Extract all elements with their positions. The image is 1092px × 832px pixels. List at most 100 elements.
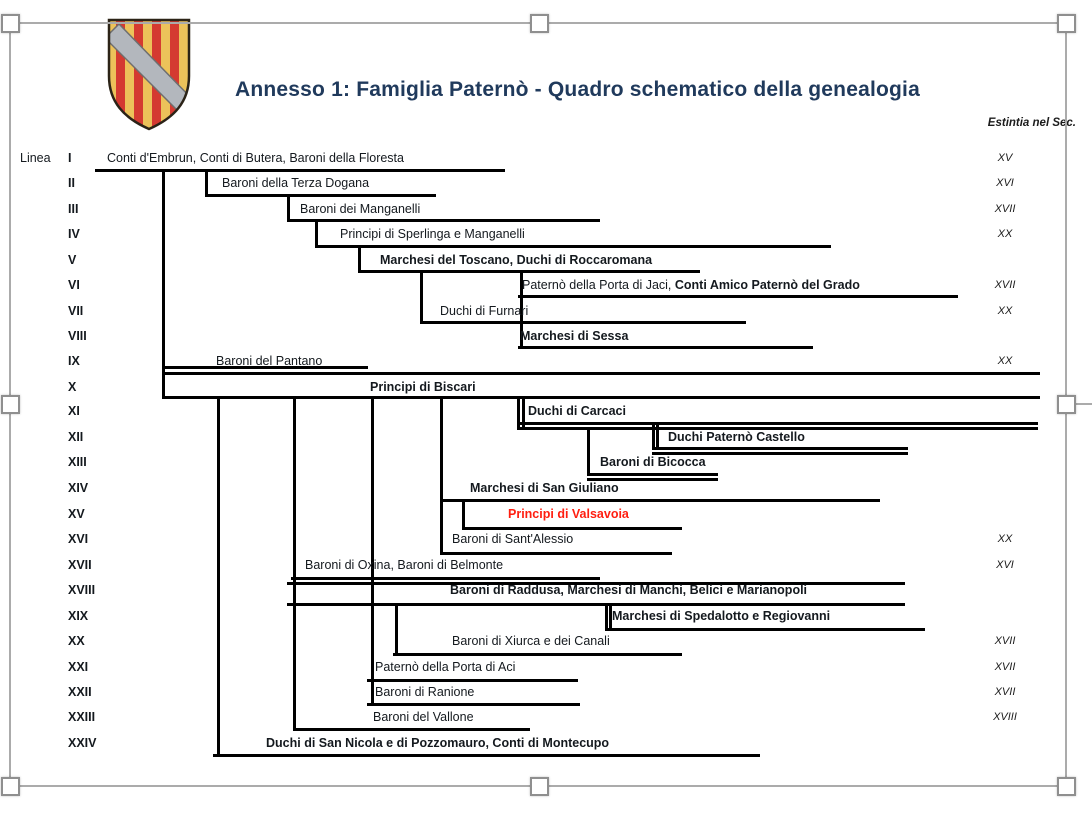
row-label-text: Baroni di Oxina, Baroni di Belmonte bbox=[305, 558, 504, 572]
lineage-row-label-VIII: Marchesi di Sessa bbox=[520, 327, 628, 345]
row-label-text: Baroni di Ranione bbox=[375, 685, 475, 699]
selection-handle-top-center[interactable] bbox=[530, 14, 549, 33]
row-numeral-I: I bbox=[68, 151, 72, 165]
row-label-text: Baroni di Sant'Alessio bbox=[452, 532, 574, 546]
extinction-century-VII: XX bbox=[997, 305, 1013, 317]
tree-line-horizontal bbox=[652, 452, 908, 455]
tree-line-horizontal bbox=[287, 582, 905, 585]
tree-line-horizontal bbox=[517, 422, 1038, 425]
tree-line-horizontal bbox=[518, 346, 813, 349]
lineage-row-label-IV: Principi di Sperlinga e Manganelli bbox=[340, 225, 525, 243]
lineage-row-label-XVII: Baroni di Oxina, Baroni di Belmonte bbox=[305, 556, 503, 574]
row-label-text: Marchesi di Sessa bbox=[520, 329, 629, 343]
row-label-text: Principi di Valsavoia bbox=[508, 507, 629, 521]
row-numeral-XX: XX bbox=[68, 634, 85, 648]
row-label-text: Paternò della Porta di Aci bbox=[375, 660, 516, 674]
tree-line-horizontal bbox=[164, 372, 1040, 375]
tree-line-horizontal bbox=[440, 499, 880, 502]
row-numeral-XII: XII bbox=[68, 430, 84, 444]
tree-line-horizontal bbox=[287, 603, 905, 606]
selection-handle-middle-right[interactable] bbox=[1057, 395, 1076, 414]
tree-line-horizontal bbox=[205, 194, 436, 197]
selection-handle-top-right[interactable] bbox=[1057, 14, 1076, 33]
lineage-row-label-VI: Paternò della Porta di Jaci, Conti Amico… bbox=[522, 276, 860, 294]
lineage-row-label-XXIII: Baroni del Vallone bbox=[373, 708, 474, 726]
tree-line-vertical bbox=[522, 396, 525, 430]
tree-line-horizontal bbox=[287, 219, 600, 222]
extinction-century-XXI: XVII bbox=[994, 661, 1016, 673]
lineage-row-label-XIII: Baroni di Bicocca bbox=[600, 453, 706, 471]
lineage-row-label-VII: Duchi di Furnari bbox=[440, 302, 528, 320]
row-label-text: Duchi di Furnari bbox=[440, 304, 529, 318]
row-numeral-VII: VII bbox=[68, 304, 84, 318]
tree-line-horizontal bbox=[358, 270, 700, 273]
tree-line-vertical bbox=[162, 169, 165, 399]
tree-line-horizontal bbox=[165, 366, 368, 369]
selection-handle-top-left[interactable] bbox=[1, 14, 20, 33]
selection-handle-bottom-left[interactable] bbox=[1, 777, 20, 796]
linea-label: Linea bbox=[20, 151, 51, 165]
row-numeral-XXII: XXII bbox=[68, 685, 92, 699]
tree-line-vertical bbox=[462, 499, 465, 530]
tree-line-horizontal bbox=[367, 679, 578, 682]
tree-line-horizontal bbox=[462, 527, 682, 530]
row-numeral-VI: VI bbox=[68, 278, 80, 292]
tree-line-horizontal bbox=[587, 473, 718, 476]
row-numeral-XIV: XIV bbox=[68, 481, 89, 495]
selection-handle-bottom-center[interactable] bbox=[530, 777, 549, 796]
tree-line-vertical bbox=[587, 427, 590, 476]
row-numeral-IX: IX bbox=[68, 354, 80, 368]
lineage-row-label-XVIII: Baroni di Raddusa, Marchesi di Manchi, B… bbox=[450, 581, 807, 599]
lineage-row-label-XII: Duchi Paternò Castello bbox=[668, 428, 805, 446]
tree-line-vertical bbox=[371, 396, 374, 706]
lineage-row-label-XIV: Marchesi di San Giuliano bbox=[470, 479, 619, 497]
row-label-text-bold: Conti Amico Paternò del Grado bbox=[674, 278, 860, 292]
row-numeral-XVI: XVI bbox=[68, 532, 89, 546]
tree-line-horizontal bbox=[293, 728, 530, 731]
tree-line-horizontal bbox=[315, 245, 831, 248]
row-numeral-XVII: XVII bbox=[68, 558, 92, 572]
row-label-text: Baroni di Bicocca bbox=[600, 455, 706, 469]
row-label-text: Baroni del Vallone bbox=[373, 710, 474, 724]
lineage-row-label-XX: Baroni di Xiurca e dei Canali bbox=[452, 632, 610, 650]
tree-line-vertical bbox=[656, 425, 659, 450]
lineage-row-label-III: Baroni dei Manganelli bbox=[300, 200, 420, 218]
lineage-row-label-XIX: Marchesi di Spedalotto e Regiovanni bbox=[612, 607, 830, 625]
selection-handle-middle-left[interactable] bbox=[1, 395, 20, 414]
row-numeral-XXIV: XXIV bbox=[68, 736, 97, 750]
tree-line-horizontal bbox=[213, 754, 760, 757]
row-numeral-X: X bbox=[68, 380, 77, 394]
tree-line-horizontal bbox=[367, 703, 580, 706]
extinction-century-VI: XVII bbox=[994, 279, 1016, 291]
tree-line-horizontal bbox=[587, 478, 718, 481]
row-numeral-IV: IV bbox=[68, 227, 80, 241]
tree-line-vertical bbox=[315, 219, 318, 248]
page-title: Annesso 1: Famiglia Paternò - Quadro sch… bbox=[235, 78, 920, 101]
row-label-text: Duchi di San Nicola e di Pozzomauro, Con… bbox=[266, 736, 610, 750]
tree-line-vertical bbox=[287, 194, 290, 222]
extinction-column-header: Estintia nel Sec. bbox=[987, 117, 1076, 129]
row-numeral-III: III bbox=[68, 202, 79, 216]
tree-line-vertical bbox=[217, 396, 220, 757]
tree-line-horizontal bbox=[420, 321, 746, 324]
row-label-text: Baroni di Xiurca e dei Canali bbox=[452, 634, 610, 648]
selection-handle-bottom-right[interactable] bbox=[1057, 777, 1076, 796]
tree-line-horizontal bbox=[517, 427, 1038, 430]
row-numeral-II: II bbox=[68, 176, 75, 190]
tree-line-vertical bbox=[609, 603, 612, 631]
extinction-century-XX: XVII bbox=[994, 635, 1016, 647]
lineage-row-label-II: Baroni della Terza Dogana bbox=[222, 174, 369, 192]
paterno-coat-of-arms bbox=[103, 16, 195, 132]
row-label-text: Baroni del Pantano bbox=[216, 354, 323, 368]
row-numeral-XI: XI bbox=[68, 404, 80, 418]
extinction-century-IV: XX bbox=[997, 228, 1013, 240]
tree-line-vertical bbox=[420, 270, 423, 324]
extinction-century-XVII: XVI bbox=[996, 559, 1014, 571]
row-label-text: Marchesi di San Giuliano bbox=[470, 481, 619, 495]
row-numeral-V: V bbox=[68, 253, 77, 267]
tree-line-horizontal bbox=[95, 169, 505, 172]
row-label-text: Baroni di Raddusa, Marchesi di Manchi, B… bbox=[450, 583, 808, 597]
extinction-century-III: XVII bbox=[994, 203, 1016, 215]
tree-line-vertical bbox=[293, 396, 296, 731]
